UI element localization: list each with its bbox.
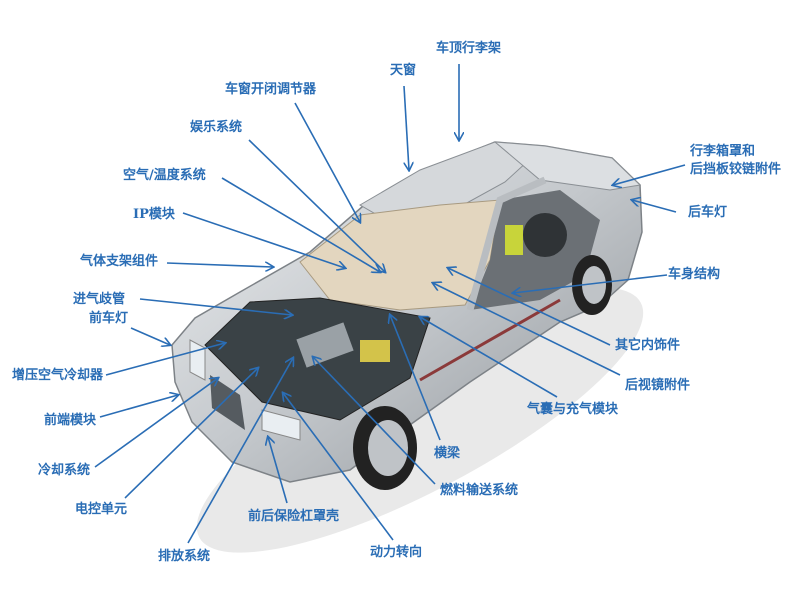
label-trunk-line1: 行李箱罩和	[690, 144, 756, 159]
arrow-sunroof	[403, 85, 409, 170]
arrow-exhaust	[187, 358, 293, 544]
fuel-line	[419, 298, 561, 382]
label-ip-module: IP模块	[133, 207, 175, 222]
arrow-ecu	[124, 368, 258, 499]
arrow-charge-air-cooler	[105, 343, 225, 376]
label-trunk-line2: 后挡板铰链附件	[690, 162, 782, 177]
label-mirror: 后视镜附件	[625, 378, 691, 393]
arrow-cross-beam	[390, 315, 441, 441]
label-sunroof: 天窗	[390, 63, 417, 78]
arrow-bumper	[268, 437, 288, 504]
arrow-mirror	[433, 283, 621, 376]
arrow-other-interior	[448, 268, 611, 346]
rear-rim	[582, 266, 606, 304]
arrow-headlamp	[130, 327, 170, 345]
arrow-power-steering	[283, 393, 394, 541]
label-cross-beam: 横梁	[434, 446, 461, 461]
label-entertainment: 娱乐系统	[190, 120, 243, 135]
interior	[299, 199, 501, 311]
arrow-airbag	[420, 317, 558, 398]
headlamp-right	[261, 409, 301, 441]
arrow-body-structure	[513, 274, 668, 293]
label-bumper-fascia: 前后保险杠罩壳	[248, 509, 340, 524]
label-airbag: 气囊与充气模块	[527, 402, 619, 417]
b-pillar	[466, 176, 547, 311]
label-gas-strut: 气体支架组件	[80, 254, 159, 269]
arrow-air-temp	[221, 177, 380, 272]
label-air-temp: 空气/温度系统	[123, 168, 206, 183]
arrow-intake-manifold	[139, 298, 292, 315]
label-charge-air-cooler: 增压空气冷却器	[12, 368, 104, 383]
label-front-end-module: 前端模块	[44, 413, 97, 428]
arrow-fuel-delivery	[313, 357, 436, 485]
grille	[210, 375, 245, 430]
arrow-entertainment	[248, 139, 385, 272]
engine-part	[360, 340, 390, 362]
arrow-cooling-system	[94, 378, 218, 468]
arrow-tail-lamp	[632, 200, 677, 213]
label-cooling-system: 冷却系统	[38, 463, 91, 478]
arrow-trunk	[613, 164, 686, 185]
arrow-window-regulator	[294, 102, 360, 222]
label-roof-rack: 车顶行李架	[436, 41, 502, 56]
car-shadow	[196, 287, 644, 553]
spare-tire	[523, 213, 567, 257]
label-power-steering: 动力转向	[370, 545, 423, 560]
label-exhaust: 排放系统	[158, 549, 211, 564]
label-window-regulator: 车窗开闭调节器	[225, 82, 317, 97]
label-intake-manifold: 进气歧管	[73, 292, 126, 307]
arrow-gas-strut	[166, 263, 273, 267]
label-tail-lamp: 后车灯	[688, 205, 728, 220]
label-other-interior: 其它内饰件	[615, 338, 681, 353]
label-headlamp: 前车灯	[89, 311, 129, 326]
leader-arrows	[94, 64, 686, 544]
label-fuel-delivery: 燃料输送系统	[440, 483, 519, 498]
arrow-ip-module	[182, 212, 345, 268]
label-ecu: 电控单元	[75, 502, 128, 517]
yellow-part	[505, 225, 523, 255]
arrow-front-end-module	[99, 395, 178, 418]
engine-block	[296, 322, 354, 368]
front-rim	[368, 420, 408, 476]
label-body-structure: 车身结构	[668, 267, 721, 282]
